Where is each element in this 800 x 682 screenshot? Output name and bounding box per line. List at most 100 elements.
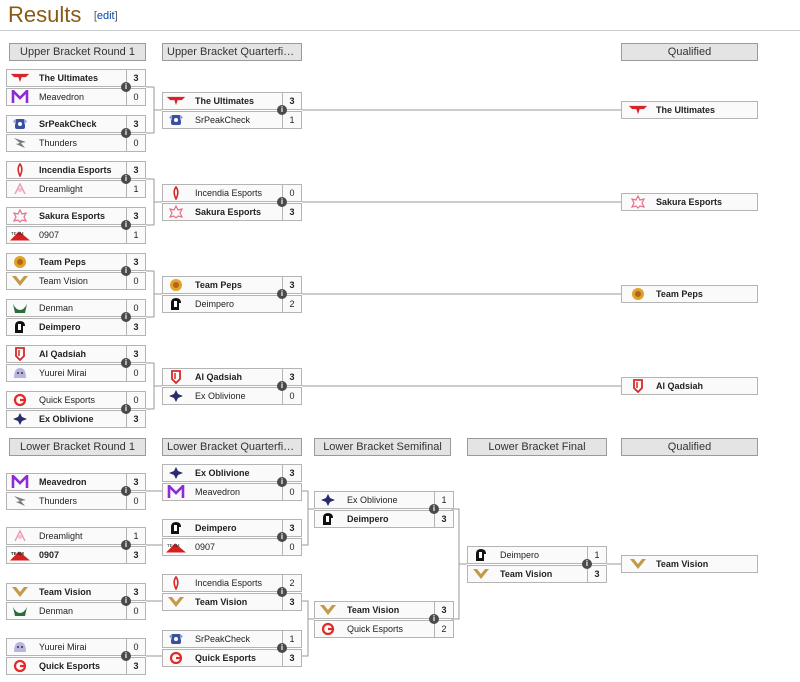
team-name: Thunders <box>39 138 78 148</box>
match-info-icon[interactable]: i <box>582 559 592 569</box>
qualified-team[interactable]: Team Peps <box>621 285 758 303</box>
qualified-team[interactable]: Team Vision <box>621 555 758 573</box>
yuurei-logo-icon <box>10 640 30 654</box>
match-info-icon[interactable]: i <box>121 266 131 276</box>
team-score: 3 <box>126 473 145 491</box>
ultimates-logo-icon <box>166 94 186 108</box>
dreamlight-logo-icon <box>10 529 30 543</box>
match-info-icon[interactable]: i <box>277 381 287 391</box>
team-name: Sakura Esports <box>39 211 106 221</box>
match-info-icon[interactable]: i <box>277 197 287 207</box>
team-name: Team Peps <box>39 257 86 267</box>
qualified-team[interactable]: Sakura Esports <box>621 193 758 211</box>
svg-text:TEAM: TEAM <box>167 543 180 548</box>
team-score: 0 <box>282 387 301 405</box>
match-info-icon[interactable]: i <box>277 643 287 653</box>
qualified-team[interactable]: Al Qadsiah <box>621 377 758 395</box>
match-info-icon[interactable]: i <box>429 504 439 514</box>
match-info-icon[interactable]: i <box>277 532 287 542</box>
match-info-icon[interactable]: i <box>121 651 131 661</box>
page-title: Results <box>8 2 82 27</box>
edit-link-wrap[interactable]: [edit] <box>94 10 118 22</box>
team-score: 3 <box>434 510 453 528</box>
match-info-icon[interactable]: i <box>121 358 131 368</box>
match-info-icon[interactable]: i <box>121 312 131 322</box>
team-score: 1 <box>126 527 145 545</box>
thunders-logo-icon <box>10 494 30 508</box>
match-info-icon[interactable]: i <box>277 289 287 299</box>
match-info-icon[interactable]: i <box>121 596 131 606</box>
exoblivione-logo-icon <box>166 389 186 403</box>
qualified-team[interactable]: The Ultimates <box>621 101 758 119</box>
vision-logo-icon <box>628 557 648 571</box>
match-info-icon[interactable]: i <box>121 82 131 92</box>
match-info-icon[interactable]: i <box>121 220 131 230</box>
match-info-icon[interactable]: i <box>121 486 131 496</box>
match-info-icon[interactable]: i <box>277 587 287 597</box>
edit-link[interactable]: edit <box>96 10 115 22</box>
match-info-icon[interactable]: i <box>121 404 131 414</box>
match-info-icon[interactable]: i <box>121 540 131 550</box>
vision-logo-icon <box>471 567 491 581</box>
team-score: 0 <box>126 134 145 152</box>
match-info-icon[interactable]: i <box>277 477 287 487</box>
match-info-icon[interactable]: i <box>121 174 131 184</box>
team-score: 0 <box>282 483 301 501</box>
match-info-icon[interactable]: i <box>121 128 131 138</box>
match-info-icon[interactable]: i <box>277 105 287 115</box>
team-score: 0 <box>126 391 145 409</box>
team-score: 1 <box>282 111 301 129</box>
team-name: Incendia Esports <box>195 578 263 588</box>
match-team-bottom[interactable]: Thunders 0 <box>6 134 146 152</box>
match-info-icon[interactable]: i <box>429 614 439 624</box>
heading-divider <box>0 30 800 31</box>
